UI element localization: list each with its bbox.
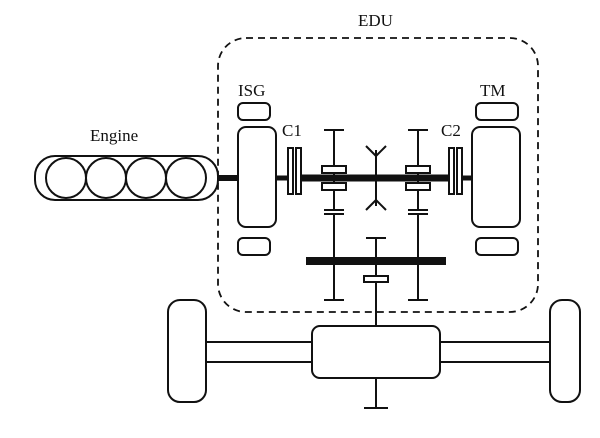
left-input-gear <box>321 129 347 211</box>
right-wheel <box>549 299 581 403</box>
right-input-gear <box>405 129 431 211</box>
isg-motor <box>237 102 277 256</box>
tm-label: TM <box>480 81 506 100</box>
isg-label: ISG <box>238 81 265 100</box>
c2-label: C2 <box>441 121 461 140</box>
edu-label: EDU <box>358 11 393 30</box>
tm-motor <box>471 102 521 256</box>
rear-axle <box>206 341 550 363</box>
engine-label: Engine <box>90 126 138 145</box>
synchronizer <box>365 145 387 211</box>
engine <box>34 155 219 201</box>
differential <box>311 325 441 379</box>
c2-clutch <box>448 147 463 195</box>
c1-clutch <box>287 147 302 195</box>
left-wheel <box>167 299 207 403</box>
c1-label: C1 <box>282 121 302 140</box>
